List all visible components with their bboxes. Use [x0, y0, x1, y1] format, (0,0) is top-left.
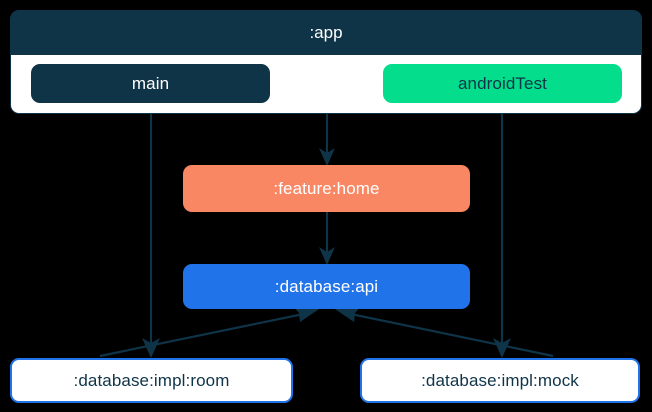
edge-database-impl-room-to-database-api [99, 303, 322, 358]
source-set-main[interactable]: main [31, 64, 270, 103]
app-module-title: :app [309, 22, 343, 42]
module-node-database-impl-mock[interactable]: :database:impl:mock [360, 358, 640, 403]
edge-app-to-feature-home [319, 114, 335, 166]
edge-database-impl-mock-to-database-api [332, 303, 554, 358]
module-node-database-api[interactable]: :database:api [183, 264, 470, 309]
source-set-android-test[interactable]: androidTest [383, 64, 622, 103]
edge-androidtest-to-database-impl-mock [493, 103, 511, 358]
module-node-database-impl-room[interactable]: :database:impl:room [10, 358, 293, 403]
edge-feature-home-to-database-api [319, 212, 335, 265]
edge-main-to-database-impl-room [142, 103, 160, 358]
module-node-feature-home[interactable]: :feature:home [183, 165, 470, 212]
